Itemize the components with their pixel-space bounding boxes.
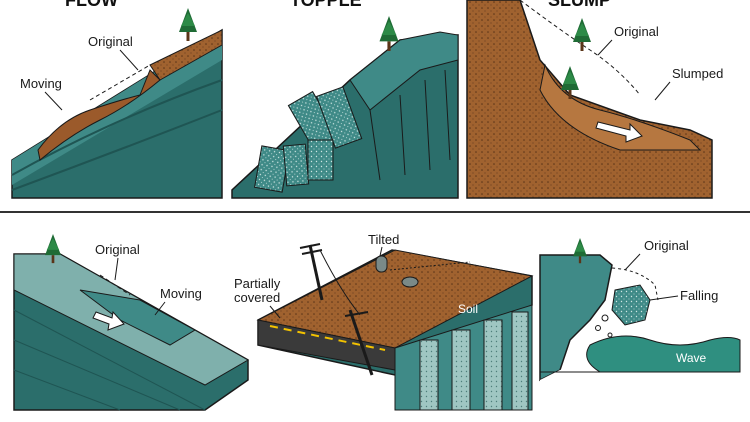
leader-line [379,246,383,257]
tree-icon [179,8,197,41]
fall-label-original: Original [644,238,689,253]
leader-line [269,305,281,319]
leader-line [44,91,63,111]
leader-line [119,49,139,71]
wave-icon [586,335,741,373]
slide-label-original: Original [95,242,140,257]
title-flow: FLOW [65,0,118,10]
flow-label-original: Original [88,34,133,49]
leader-line [597,39,613,56]
creep-panel: Tilted Partially covered Soil [234,232,534,411]
creep-label-tilted: Tilted [368,232,399,247]
fall-label-wave: Wave [676,351,707,365]
leader-line [154,301,166,316]
leader-line [114,257,119,281]
tombstone-icon [375,255,388,273]
slump-label-original: Original [614,24,659,39]
road-centerline [269,325,386,351]
title-topple: TOPPLE [290,0,362,10]
creep-label-partially-1: Partially [234,276,281,291]
utility-pole-icon [299,243,324,301]
fence-icon [389,261,471,271]
falling-block [611,284,651,326]
toppling-blocks [253,86,363,193]
utility-pole-icon [344,309,374,376]
tombstone-icon [401,276,419,288]
flow-label-moving: Moving [20,76,62,91]
slump-label-slumped: Slumped [672,66,723,81]
topple-panel [231,16,459,199]
tree-icon [573,18,591,51]
fall-label-falling: Falling [680,288,718,303]
slide-arrow-icon [92,310,125,331]
slide-label-moving: Moving [160,286,202,301]
flow-panel: Original Moving [11,8,223,199]
creep-label-partially-2: covered [234,290,280,305]
creep-label-soil: Soil [458,302,478,316]
title-slump: SLUMP [548,0,611,10]
leader-line [649,295,679,301]
fall-panel: Original Falling Wave [539,238,741,410]
leader-line [654,81,671,101]
slump-arrow-icon [595,121,643,143]
slump-panel: Original Slumped [466,0,723,199]
slide-panel: Original Moving [13,234,250,411]
leader-line [624,253,641,271]
